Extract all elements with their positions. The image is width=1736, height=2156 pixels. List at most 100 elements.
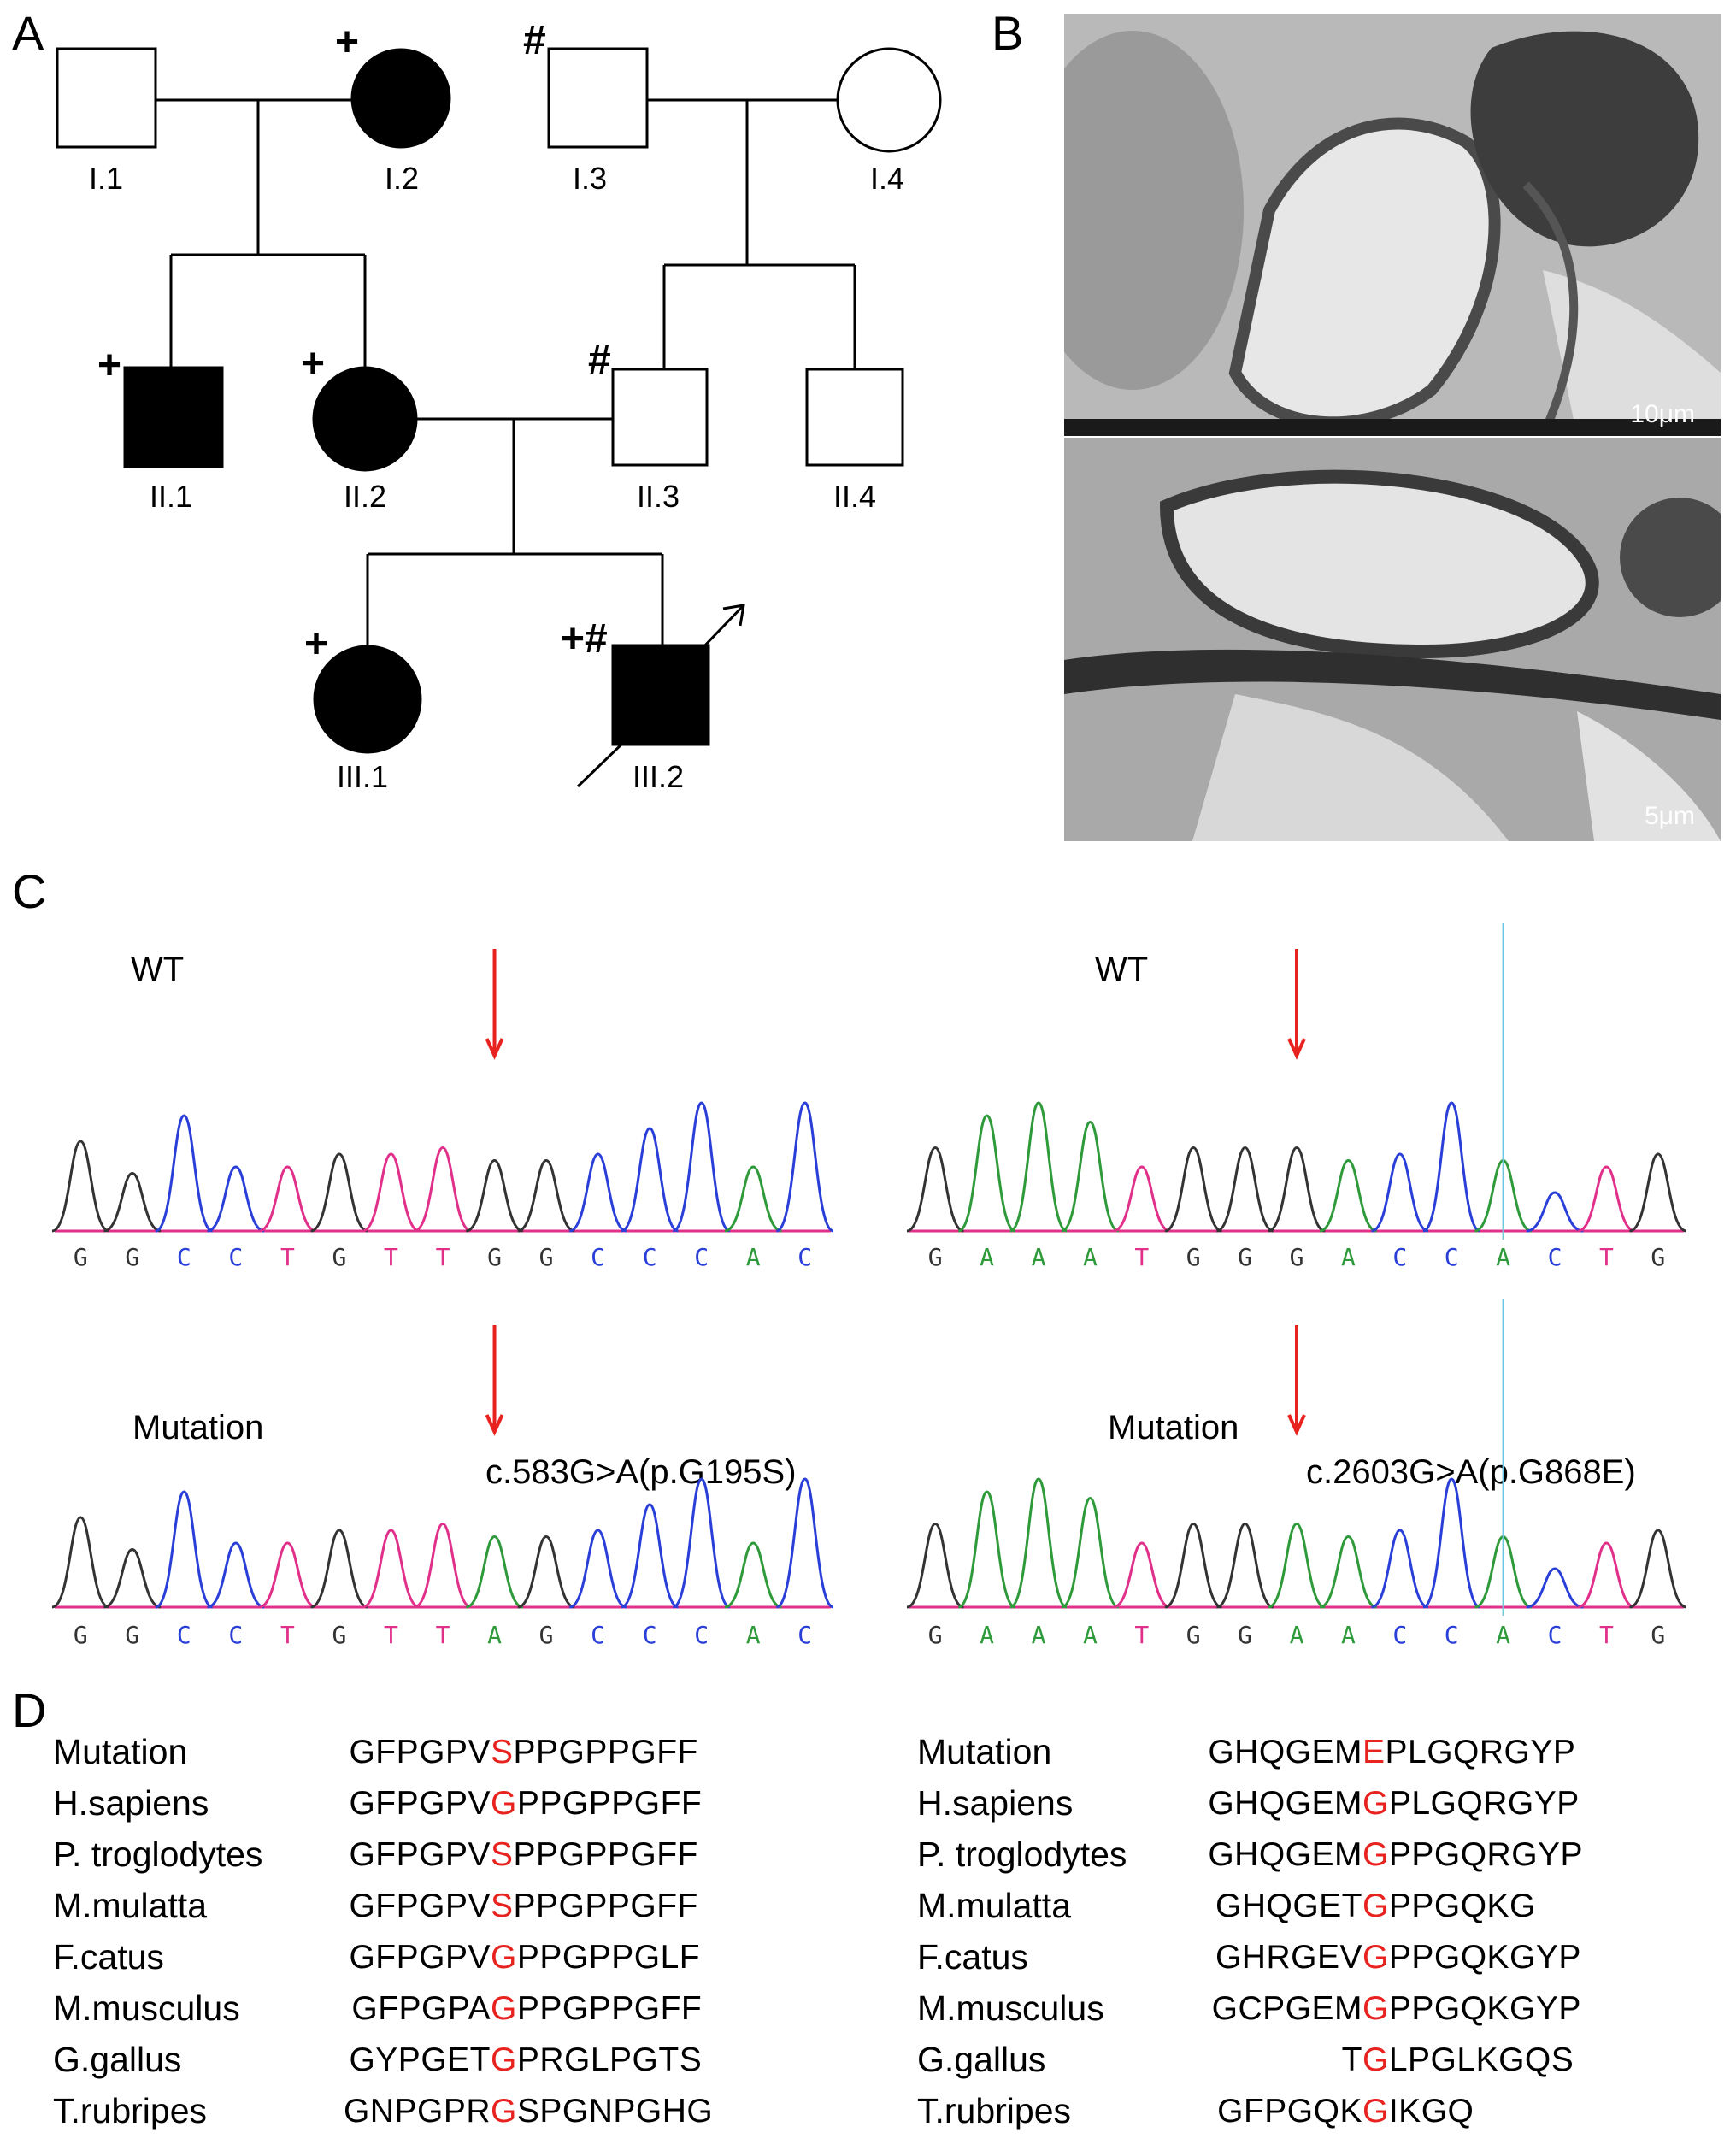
pedigree-id: II.4 [833,479,877,514]
chromatogram-peak [1215,1146,1274,1233]
variant-residue: E [1362,1734,1386,1770]
base-call: C [228,1621,243,1649]
variant-residue: G [1362,1836,1389,1873]
chromatogram-peak [465,1535,524,1609]
chromatogram-peak [1061,1120,1120,1233]
sequence: GCPGEMGPPGQKGYP [1211,1990,1581,2027]
base-call: C [1548,1243,1562,1271]
base-call: A [1032,1243,1046,1271]
base-call: C [591,1621,605,1649]
sequence: GHQGEMGPLGQRGYP [1208,1785,1580,1822]
chromatogram-peak [1526,1567,1584,1609]
species-name: H.sapiens [53,1783,209,1823]
chromatogram-peak [775,1477,834,1609]
sequence: GHRGEVGPPGQKGYP [1215,1939,1581,1976]
chromatogram-peak [1113,1541,1171,1609]
base-call: C [694,1243,709,1271]
mutation-label-right: Mutation [1108,1409,1239,1446]
chromatogram-peak [1371,1152,1429,1233]
base-call: C [591,1243,605,1271]
chromatogram-peak [207,1165,265,1233]
chromatogram-peak [1422,1101,1481,1233]
species-name: Mutation [53,1732,188,1771]
chromatogram-peak [103,1547,162,1609]
chromatogram-peak [568,1152,627,1233]
wt-label-left: WT [131,951,185,988]
individual-III.2 [611,644,710,746]
base-call: A [1341,1243,1356,1271]
base-call: T [280,1621,295,1649]
individual-III.1 [313,645,422,754]
variant-residue: G [1362,1785,1389,1822]
chromatogram-peak [465,1158,524,1233]
pedigree-lines [56,47,942,788]
chromatogram-peak [362,1529,421,1609]
panel-label-c: C [12,864,47,918]
sequence: GNPGPRGSPGNPGHG [343,2093,714,2129]
pedigree-id: II.3 [636,479,680,514]
sequence: TGLPGLKGQS [1341,2041,1574,2078]
pedigree-id: I.2 [384,161,420,196]
chromatogram-peak [1009,1477,1068,1609]
chromatogram-peak [906,1146,964,1233]
chromatogram-peak [672,1101,731,1233]
base-call: A [1341,1621,1356,1649]
panel-label-a: A [12,6,44,60]
base-call: T [384,1243,398,1271]
base-call: G [332,1243,347,1271]
base-call: C [1445,1621,1459,1649]
species-name: T.rubripes [53,2091,208,2130]
base-call: C [177,1621,191,1649]
chromatogram-peak [775,1101,834,1233]
chromatogram-peak [724,1165,782,1233]
chromatogram-peak [672,1477,731,1609]
chromatogram-peak [258,1165,317,1233]
carrier-mark: + [301,341,326,386]
base-call: T [1134,1243,1149,1271]
base-call: A [1496,1243,1510,1271]
sequence: GHQGEMEPLGQRGYP [1208,1734,1576,1770]
sequence: GHQGETGPPGQKG [1215,1888,1536,1924]
species-name: M.mulatta [53,1886,207,1925]
chromatogram-peak [1113,1165,1171,1233]
base-call: T [1599,1243,1614,1271]
chromatogram-peak [621,1503,680,1609]
pedigree-id: II.2 [343,479,387,514]
species-name: M.mulatta [917,1886,1071,1925]
chromatogram-peak [957,1490,1016,1609]
base-call: G [539,1621,554,1649]
chromatogram-peak [1577,1541,1636,1609]
chromatogram-peak [362,1152,421,1233]
sequence: GFPGPVGPPGPPGLF [349,1939,701,1976]
chromatogram-peak [724,1541,782,1609]
base-call: G [332,1621,347,1649]
base-call: G [928,1243,943,1271]
chromatogram-peak [1215,1522,1274,1609]
base-call: G [539,1243,554,1271]
base-call: G [1186,1243,1201,1271]
chromatogram-peak [310,1529,368,1609]
chromatogram-peak [310,1152,368,1233]
hgvs-right: c.2603G>A(p.G868E) [1306,1453,1636,1491]
base-call: C [1392,1243,1407,1271]
base-call: A [487,1621,502,1649]
hgvs-left: c.583G>A(p.G195S) [485,1453,797,1491]
variant-residue: G [1362,1990,1389,2027]
chromatogram-peak [51,1140,110,1233]
variant-residue: S [491,1888,514,1924]
base-call: A [1496,1621,1510,1649]
individual-II.2 [312,366,418,472]
pedigree-id: III.2 [632,759,685,794]
chromatogram-peak [51,1516,110,1609]
base-call: G [125,1621,139,1649]
base-call: G [1186,1621,1201,1649]
em-image-top: 10μm [1064,14,1721,436]
base-call: G [74,1243,88,1271]
base-call: T [436,1621,450,1649]
chromatogram-peak [517,1535,575,1609]
individual-I.1 [56,47,157,149]
base-call: C [1392,1621,1407,1649]
